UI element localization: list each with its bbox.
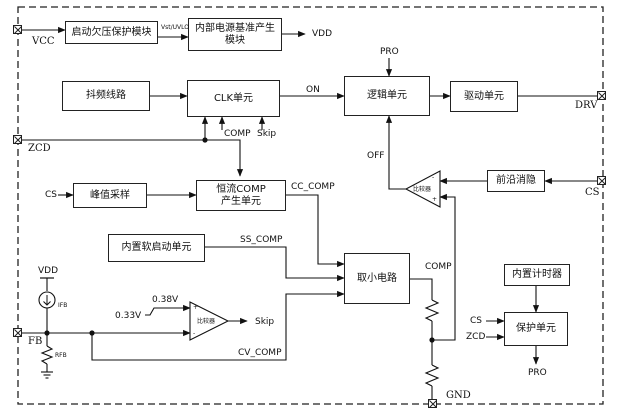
pro-out-label: PRO — [528, 368, 547, 378]
node-cv — [89, 330, 95, 336]
pin-gnd-label: GND — [446, 390, 471, 401]
jitter-block: 抖频线路 — [62, 81, 150, 111]
wire-ss-min — [205, 246, 345, 282]
vdd-out-label: VDD — [312, 29, 333, 39]
drive-block: 驱动单元 — [450, 81, 518, 112]
skip-out-label: Skip — [255, 317, 275, 327]
vdd-src-label: VDD — [38, 266, 59, 276]
comparator-skip-label: 比较器 — [197, 318, 216, 325]
logic-block: 逻辑单元 — [344, 76, 430, 116]
pin-drv-label: DRV — [575, 100, 598, 111]
pin-drv-icon — [597, 91, 606, 100]
off-label: OFF — [367, 151, 385, 161]
comparator-skip — [189, 301, 230, 341]
node-zcd — [202, 137, 208, 143]
comparator-off-label: 比较器 — [413, 186, 432, 193]
cv-comp-label: CV_COMP — [238, 348, 282, 358]
divider-r1 — [424, 299, 440, 322]
v033-label: 0.33V — [115, 311, 142, 321]
leb-block: 前沿消隐 — [487, 170, 545, 192]
pin-cs-icon — [597, 176, 606, 185]
clk-block: CLK单元 — [187, 80, 280, 117]
ifb-label: IFB — [58, 302, 68, 309]
softstart-block: 内置软启动单元 — [108, 234, 205, 262]
pin-zcd-label: ZCD — [28, 143, 51, 154]
pin-vcc-icon — [13, 25, 22, 34]
comp-clk-label: COMP — [224, 129, 251, 139]
skip-clk-label: Skip — [257, 129, 277, 139]
comparator-skip-plus: + — [193, 304, 199, 311]
v038-label: 0.38V — [152, 295, 179, 305]
cs-prot-label: CS — [470, 316, 482, 326]
wire-cv-min — [91, 290, 345, 361]
hysteresis-symbol — [145, 307, 158, 316]
peak-sample-block: 峰值采样 — [73, 183, 147, 208]
protect-block: 保护单元 — [504, 312, 568, 346]
comp-label: COMP — [425, 262, 452, 272]
cc-comp-block: 恒流COMP 产生单元 — [196, 180, 286, 211]
zcd-prot-label: ZCD — [466, 332, 486, 342]
timer-block: 内置计时器 — [504, 264, 570, 286]
ground-icon — [41, 371, 53, 379]
vst-uvlo-label: Vst/UVLO — [161, 24, 189, 31]
chip-boundary — [17, 6, 604, 405]
node-fb — [44, 330, 50, 336]
pin-fb-icon — [13, 328, 22, 337]
wire-cc-min — [286, 194, 345, 268]
pro-in-label: PRO — [380, 47, 399, 57]
cc-comp-label: CC_COMP — [291, 182, 335, 192]
on-label: ON — [306, 85, 320, 95]
pin-zcd-icon — [13, 135, 22, 144]
pin-vcc-label: VCC — [32, 36, 55, 47]
min-block: 取小电路 — [344, 253, 410, 304]
ref-block: 内部电源基准产生 模块 — [188, 18, 282, 51]
node-divider — [429, 337, 435, 343]
ss-comp-label: SS_COMP — [240, 235, 283, 245]
current-arrow-icon — [43, 295, 51, 306]
pin-fb-label: FB — [28, 336, 43, 347]
comparator-off-minus: - — [432, 174, 435, 181]
pin-gnd-icon — [428, 399, 437, 408]
comparator-skip-minus: - — [193, 330, 196, 337]
wire-div-cmp — [432, 193, 456, 341]
rfb-resistor — [40, 345, 54, 365]
cs-in-label: CS — [45, 190, 57, 200]
pin-cs-label: CS — [585, 187, 600, 198]
divider-r2 — [424, 364, 440, 387]
comparator-off — [404, 170, 441, 208]
comparator-off-plus: + — [432, 196, 438, 203]
wire-comp-out — [410, 278, 433, 300]
uvlo-block: 启动欠压保护模块 — [65, 21, 158, 44]
wire-zcd-cc — [205, 139, 244, 177]
rfb-label: RFB — [55, 352, 67, 359]
wire-off — [385, 115, 406, 190]
